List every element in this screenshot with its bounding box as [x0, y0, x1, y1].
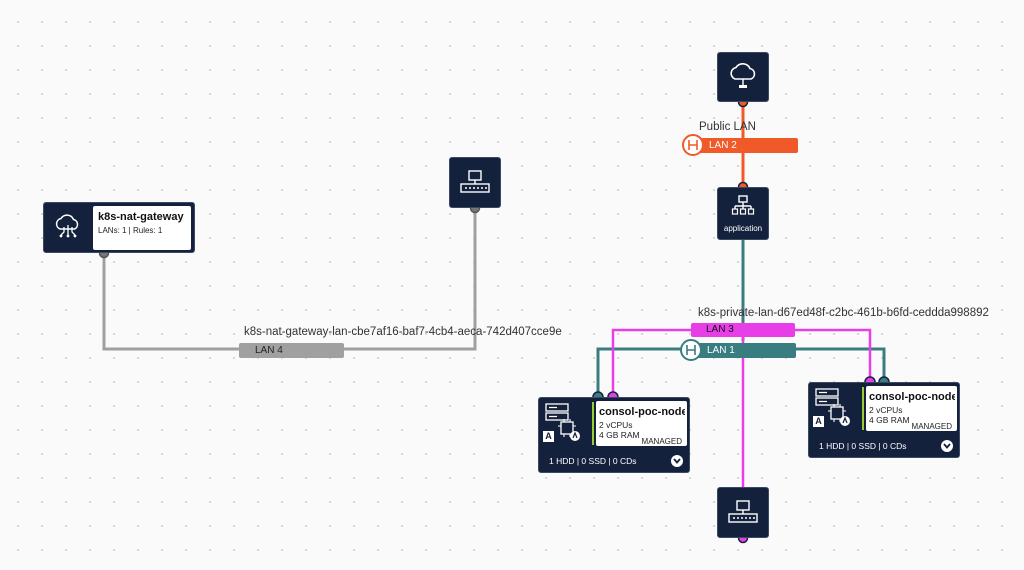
server-panel: consol-poc-node 2 vCPUs 4 GB RAM MANAGED: [596, 401, 687, 446]
lan2-bar[interactable]: LAN 2: [697, 138, 798, 153]
chevron-down-icon: [943, 443, 951, 449]
server-badge: A: [813, 416, 824, 427]
server-storage: 1 HDD | 0 SSD | 0 CDs: [549, 456, 637, 466]
server-accent-bar: [592, 402, 594, 445]
application-label: application: [723, 224, 763, 233]
lan4-bar-label: LAN 4: [255, 345, 283, 356]
switch-icon: [728, 499, 758, 523]
expand-button[interactable]: [941, 440, 953, 452]
lan4-bar[interactable]: LAN 4: [239, 343, 344, 358]
public-lan-label: Public LAN: [699, 121, 756, 133]
gateway-lan-label: k8s-nat-gateway-lan-cbe7af16-baf7-4cb4-a…: [244, 326, 562, 338]
server-status: MANAGED: [911, 422, 952, 431]
lan2-bar-label: LAN 2: [709, 140, 737, 151]
server-panel: consol-poc-node 2 vCPUs 4 GB RAM MANAGED: [866, 386, 957, 431]
server-storage: 1 HDD | 0 SSD | 0 CDs: [819, 441, 907, 451]
server-card[interactable]: A consol-poc-node 2 vCPUs 4 GB RAM MANAG…: [808, 382, 960, 458]
lan2-hub[interactable]: [682, 134, 704, 156]
lan1-hub[interactable]: [680, 339, 702, 361]
switch-icon: [460, 169, 490, 193]
bottom-switch-node[interactable]: [717, 487, 769, 538]
chevron-down-icon: [673, 458, 681, 464]
cloud-internet-icon: [730, 63, 756, 88]
network-hub-icon: [686, 345, 696, 355]
server-name: consol-poc-node: [599, 406, 685, 418]
lan1-bar[interactable]: LAN 1: [691, 343, 796, 358]
lan3-bar[interactable]: LAN 3: [691, 323, 795, 337]
network-hub-icon: [688, 140, 698, 150]
private-lan-label: k8s-private-lan-d67ed48f-c2bc-461b-b6fd-…: [698, 307, 989, 319]
server-icon: [815, 388, 850, 426]
nat-gateway-icon: [55, 214, 79, 238]
load-balancer-icon: [731, 195, 755, 215]
server-ram: 4 GB RAM: [869, 415, 910, 425]
nat-gateway-panel: k8s-nat-gateway LANs: 1 | Rules: 1: [93, 206, 191, 250]
expand-button[interactable]: [671, 455, 683, 467]
server-card[interactable]: A consol-poc-node 2 vCPUs 4 GB RAM MANAG…: [538, 397, 690, 473]
server-name: consol-poc-node: [869, 391, 955, 403]
gateway-switch-node[interactable]: [449, 157, 501, 208]
server-ram: 4 GB RAM: [599, 430, 640, 440]
server-cpu: 2 vCPUs: [599, 420, 633, 430]
nat-gateway-card[interactable]: k8s-nat-gateway LANs: 1 | Rules: 1: [43, 202, 195, 253]
lan1-bar-label: LAN 1: [707, 345, 735, 356]
server-icon: [545, 403, 580, 441]
internet-node[interactable]: [717, 52, 769, 102]
lan3-bar-label: LAN 3: [706, 324, 734, 335]
server-accent-bar: [862, 387, 864, 430]
server-status: MANAGED: [641, 437, 682, 446]
nat-gateway-name: k8s-nat-gateway: [98, 211, 184, 223]
application-node[interactable]: application: [717, 187, 769, 240]
server-badge: A: [543, 431, 554, 442]
server-cpu: 2 vCPUs: [869, 405, 903, 415]
nat-gateway-meta: LANs: 1 | Rules: 1: [98, 226, 163, 235]
